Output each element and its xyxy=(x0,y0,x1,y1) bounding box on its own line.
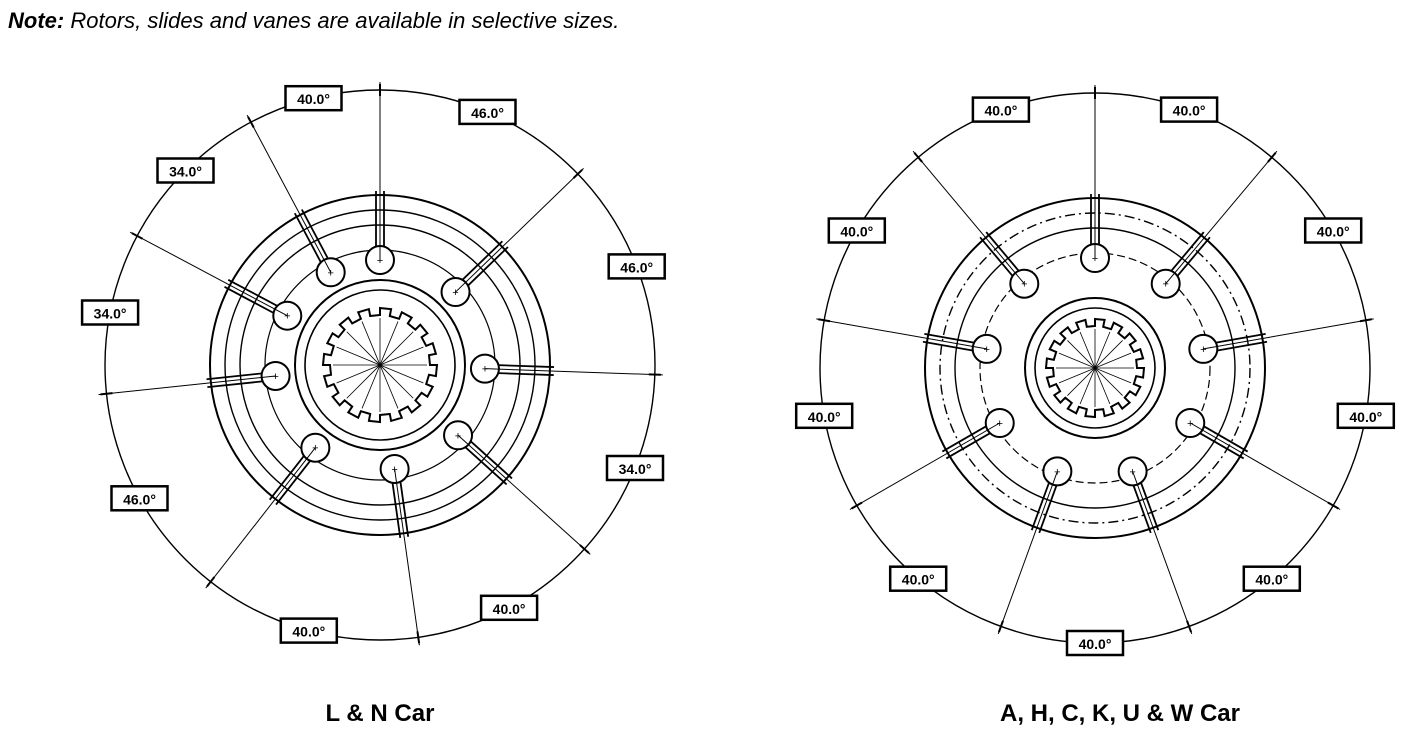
vane-hole-mark: + xyxy=(284,311,290,323)
angle-label-box: 46.0° xyxy=(110,485,169,512)
angle-label: 40.0° xyxy=(902,572,935,588)
dimension-leader xyxy=(205,447,316,589)
dimension-leader xyxy=(849,422,1000,510)
hub-ring xyxy=(304,289,456,441)
angle-label-box: 40.0° xyxy=(1065,629,1125,657)
dimension-tick xyxy=(416,631,421,644)
dimension-tick xyxy=(851,501,863,510)
angle-label: 40.0° xyxy=(292,624,325,640)
center-line xyxy=(361,321,399,409)
vane-hole-mark: + xyxy=(327,267,333,279)
hub-ring xyxy=(1034,307,1156,429)
dimension-leader xyxy=(1203,318,1374,350)
vane-hole-mark: + xyxy=(997,418,1003,430)
angle-label-box: 40.0° xyxy=(794,402,854,430)
angle-label-box: 40.0° xyxy=(971,96,1031,123)
dimension-leader xyxy=(98,375,276,396)
dimension-tick xyxy=(579,544,590,554)
dimension-leader xyxy=(1190,422,1341,510)
dimension-tick xyxy=(572,169,583,179)
angle-label-box: 40.0° xyxy=(1336,402,1396,430)
angle-label: 46.0° xyxy=(123,491,156,507)
hub-ring xyxy=(294,279,466,451)
vane-hole-mark: + xyxy=(983,344,989,356)
vane-hole-mark: + xyxy=(452,287,458,299)
dimension-tick xyxy=(997,620,1004,633)
angle-label: 40.0° xyxy=(840,224,873,240)
vane-hole-mark: + xyxy=(377,255,383,267)
dimension-leader xyxy=(246,114,332,273)
dimension-tick xyxy=(131,232,143,240)
dimension-leader xyxy=(394,468,420,646)
center-line xyxy=(1079,331,1111,405)
vane-hole-mark: + xyxy=(1187,418,1193,430)
dimension-tick xyxy=(247,116,255,128)
dimension-leader xyxy=(1132,471,1193,635)
angle-label: 34.0° xyxy=(169,164,202,180)
dimension-tick xyxy=(818,318,831,323)
dimension-leader xyxy=(457,434,591,555)
dimension-tick xyxy=(100,392,113,396)
dimension-leader xyxy=(997,471,1058,635)
note: Note: Rotors, slides and vanes are avail… xyxy=(8,6,648,36)
angle-label-box: 40.0° xyxy=(284,84,343,112)
hub-ring xyxy=(1024,297,1166,439)
angle-label-box: 34.0° xyxy=(80,299,140,326)
vane-hole-mark: + xyxy=(272,371,278,383)
angle-label: 40.0° xyxy=(808,409,841,425)
dimension-tick xyxy=(1267,152,1277,163)
angle-label-box: 40.0° xyxy=(1159,96,1219,123)
angle-label: 40.0° xyxy=(1173,103,1206,119)
dimension-tick xyxy=(1186,620,1193,633)
note-text: Rotors, slides and vanes are available i… xyxy=(70,8,620,33)
vane-hole-mark: + xyxy=(1200,344,1206,356)
spline-bore xyxy=(321,306,439,424)
caption-ln-car: L & N Car xyxy=(325,700,435,727)
angle-label: 40.0° xyxy=(1255,572,1288,588)
dimension-leader xyxy=(816,318,987,350)
dimension-leader xyxy=(912,150,1025,285)
angle-label-box: 40.0° xyxy=(1242,565,1302,592)
dimension-tick xyxy=(913,152,923,163)
angle-label-box: 40.0° xyxy=(1303,217,1363,244)
dimension-leader xyxy=(1165,150,1278,285)
vane-hole-mark: + xyxy=(1162,279,1168,291)
caption-ahckuw-car: A, H, C, K, U & W Car xyxy=(999,700,1240,727)
dimension-leader xyxy=(455,168,584,293)
vane-hole-mark: + xyxy=(1092,253,1098,265)
dimension-tick xyxy=(206,576,216,588)
dimension-leader xyxy=(129,231,288,317)
angle-label-box: 46.0° xyxy=(458,98,517,126)
angle-label: 40.0° xyxy=(297,91,330,107)
angle-label: 40.0° xyxy=(1349,409,1382,425)
dimension-tick xyxy=(1327,501,1339,510)
spline-bore xyxy=(1044,317,1146,419)
rotor-ring xyxy=(939,212,1251,524)
dimension-tick xyxy=(1359,318,1372,323)
angle-label: 40.0° xyxy=(984,103,1017,119)
angle-label: 34.0° xyxy=(619,461,652,477)
rotor-diagram-ahckuw: +++++++++40.0°40.0°40.0°40.0°40.0°40.0°4… xyxy=(794,85,1396,657)
angle-label: 46.0° xyxy=(620,259,653,275)
angle-label-box: 40.0° xyxy=(479,594,539,622)
angle-label-box: 40.0° xyxy=(827,217,887,244)
angle-label: 34.0° xyxy=(94,306,127,322)
angle-label-box: 46.0° xyxy=(607,253,666,280)
angle-label: 40.0° xyxy=(1317,224,1350,240)
vane-hole-mark: + xyxy=(482,364,488,376)
angle-label: 46.0° xyxy=(471,105,504,121)
rotor-diagram-ln: +++++++++46.0°46.0°34.0°40.0°40.0°46.0°3… xyxy=(80,82,666,646)
note-label: Note: xyxy=(8,8,65,33)
dimension-leader xyxy=(484,368,663,376)
angle-label: 40.0° xyxy=(1079,636,1112,652)
vane-hole-mark: + xyxy=(455,430,461,442)
angle-label-box: 34.0° xyxy=(605,454,665,482)
angle-label-box: 40.0° xyxy=(888,565,948,592)
vane-hole-mark: + xyxy=(1021,279,1027,291)
vane-hole-mark: + xyxy=(312,443,318,455)
angle-label-box: 34.0° xyxy=(156,157,215,184)
angle-label-box: 40.0° xyxy=(279,617,339,644)
angle-label: 40.0° xyxy=(493,601,526,617)
